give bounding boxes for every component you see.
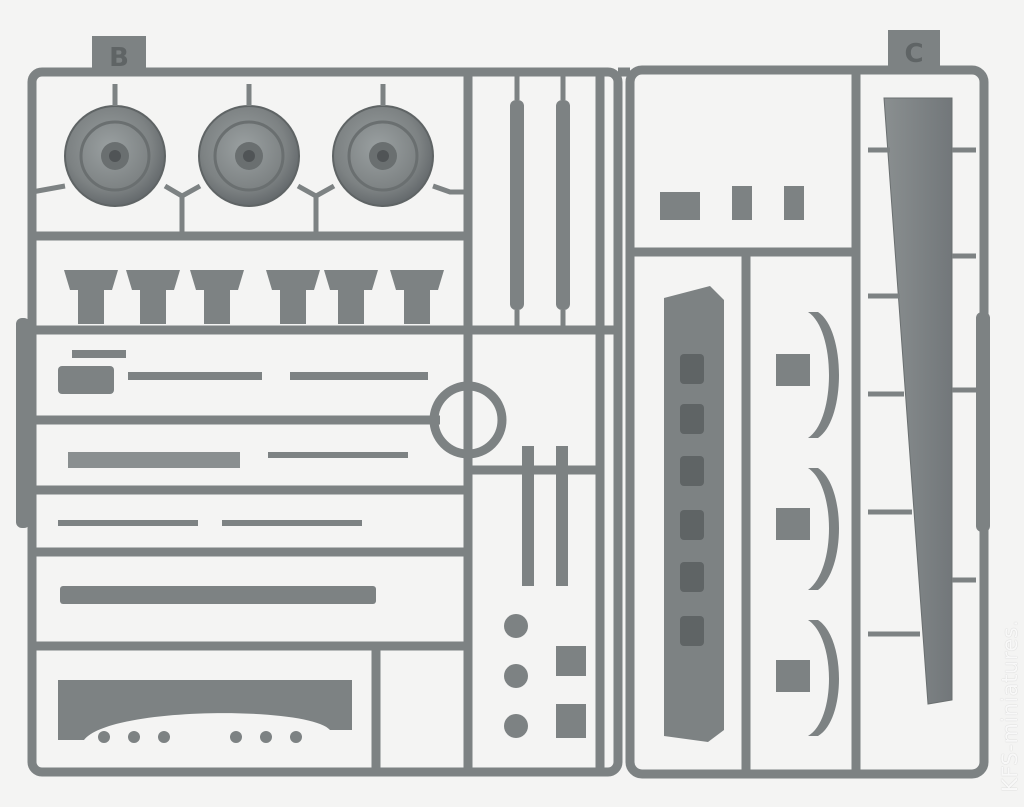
road-wheel-1 <box>64 105 166 207</box>
sprue-b-frame <box>27 67 623 777</box>
sprue-c-frame <box>618 65 989 779</box>
svg-text:C: C <box>904 39 923 69</box>
small-fittings <box>98 731 302 743</box>
tapered-beam <box>883 97 953 705</box>
middle-parts <box>504 446 586 738</box>
lower-bracket <box>58 680 352 740</box>
bump-stop-parts <box>64 270 444 324</box>
leaf-springs <box>776 312 839 736</box>
small-brackets-c <box>660 186 804 220</box>
sprue-c-tag: C <box>888 30 940 70</box>
bracket-parts <box>58 350 428 604</box>
road-wheel-3 <box>332 105 434 207</box>
sprue-hub-ring <box>429 381 507 459</box>
svg-text:B: B <box>109 43 129 73</box>
sprue-b-side-handle <box>16 318 30 528</box>
chassis-side-frame <box>664 286 724 742</box>
sprue-b-tag: B <box>92 36 146 74</box>
road-wheel-2 <box>198 105 300 207</box>
suspension-rods <box>510 72 570 330</box>
watermark-text: KFS-miniatures. <box>998 619 1022 792</box>
